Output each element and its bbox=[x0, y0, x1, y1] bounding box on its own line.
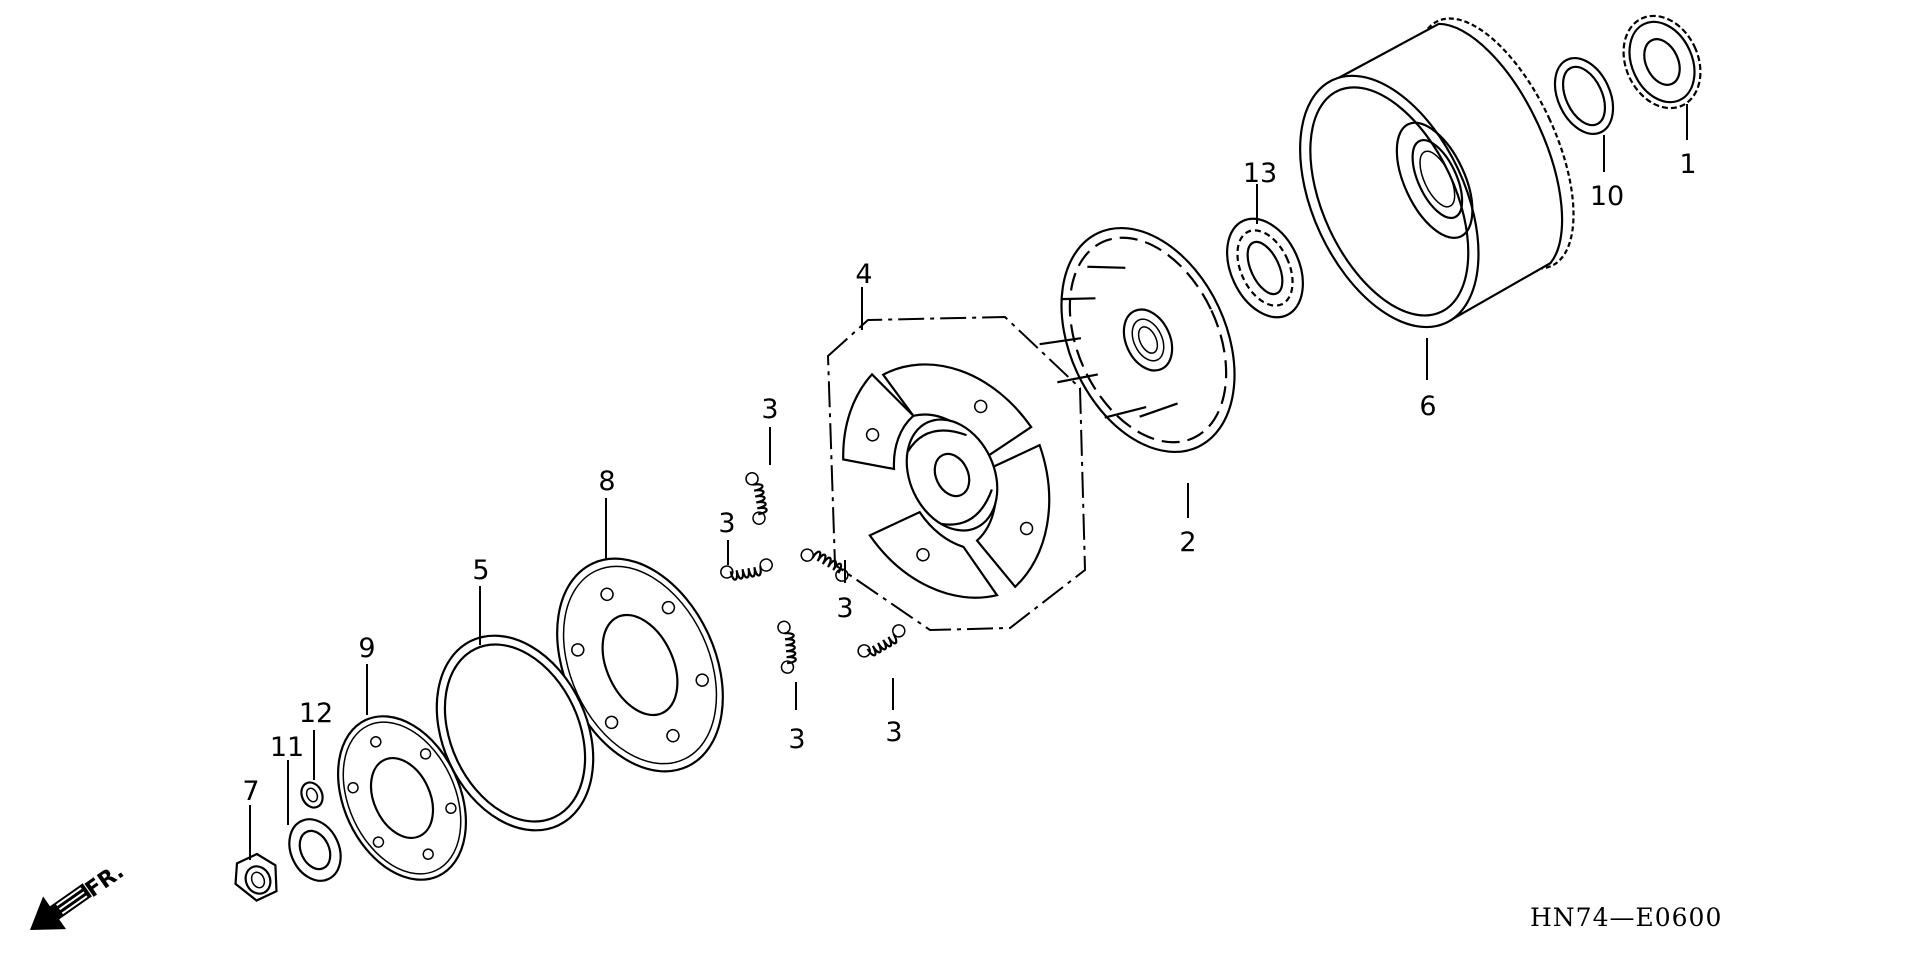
label-9: 9 bbox=[358, 633, 375, 664]
label-7: 7 bbox=[242, 776, 259, 807]
diagram-code: HN74—E0600 bbox=[1530, 903, 1722, 932]
label-12: 12 bbox=[299, 698, 333, 729]
label-3-top: 3 bbox=[761, 394, 778, 425]
part-2-drive-plate bbox=[1039, 226, 1236, 454]
leader-lines bbox=[249, 104, 1688, 860]
part-4-clutch-weight-assembly bbox=[826, 315, 1087, 632]
part-labels: 1 10 13 6 2 4 3 3 3 3 3 8 5 9 12 11 7 bbox=[242, 149, 1696, 807]
label-5: 5 bbox=[472, 555, 489, 586]
label-10: 10 bbox=[1590, 181, 1624, 212]
label-6: 6 bbox=[1419, 391, 1436, 422]
part-8-plate bbox=[556, 557, 724, 773]
label-1: 1 bbox=[1679, 149, 1696, 180]
part-10-washer bbox=[1553, 57, 1615, 135]
label-11: 11 bbox=[270, 732, 304, 763]
part-11-washer bbox=[288, 818, 342, 882]
label-4: 4 bbox=[855, 259, 872, 290]
part-7-nut bbox=[234, 852, 278, 902]
label-2: 2 bbox=[1179, 527, 1196, 558]
label-13: 13 bbox=[1243, 158, 1277, 189]
part-9-plate bbox=[336, 715, 468, 881]
label-3-bottom-right: 3 bbox=[885, 717, 902, 748]
part-6-clutch-drum bbox=[1299, 17, 1575, 329]
front-direction-indicator: FR. bbox=[30, 859, 129, 930]
part-3-springs bbox=[720, 472, 906, 674]
part-1-gear bbox=[1622, 14, 1702, 110]
label-3-center: 3 bbox=[836, 593, 853, 624]
part-13-one-way-clutch bbox=[1226, 217, 1304, 319]
label-3-left: 3 bbox=[718, 508, 735, 539]
label-8: 8 bbox=[598, 466, 615, 497]
label-3-bottom-left: 3 bbox=[788, 724, 805, 755]
part-12-small-washer bbox=[300, 781, 324, 809]
front-arrow-icon bbox=[30, 883, 92, 930]
